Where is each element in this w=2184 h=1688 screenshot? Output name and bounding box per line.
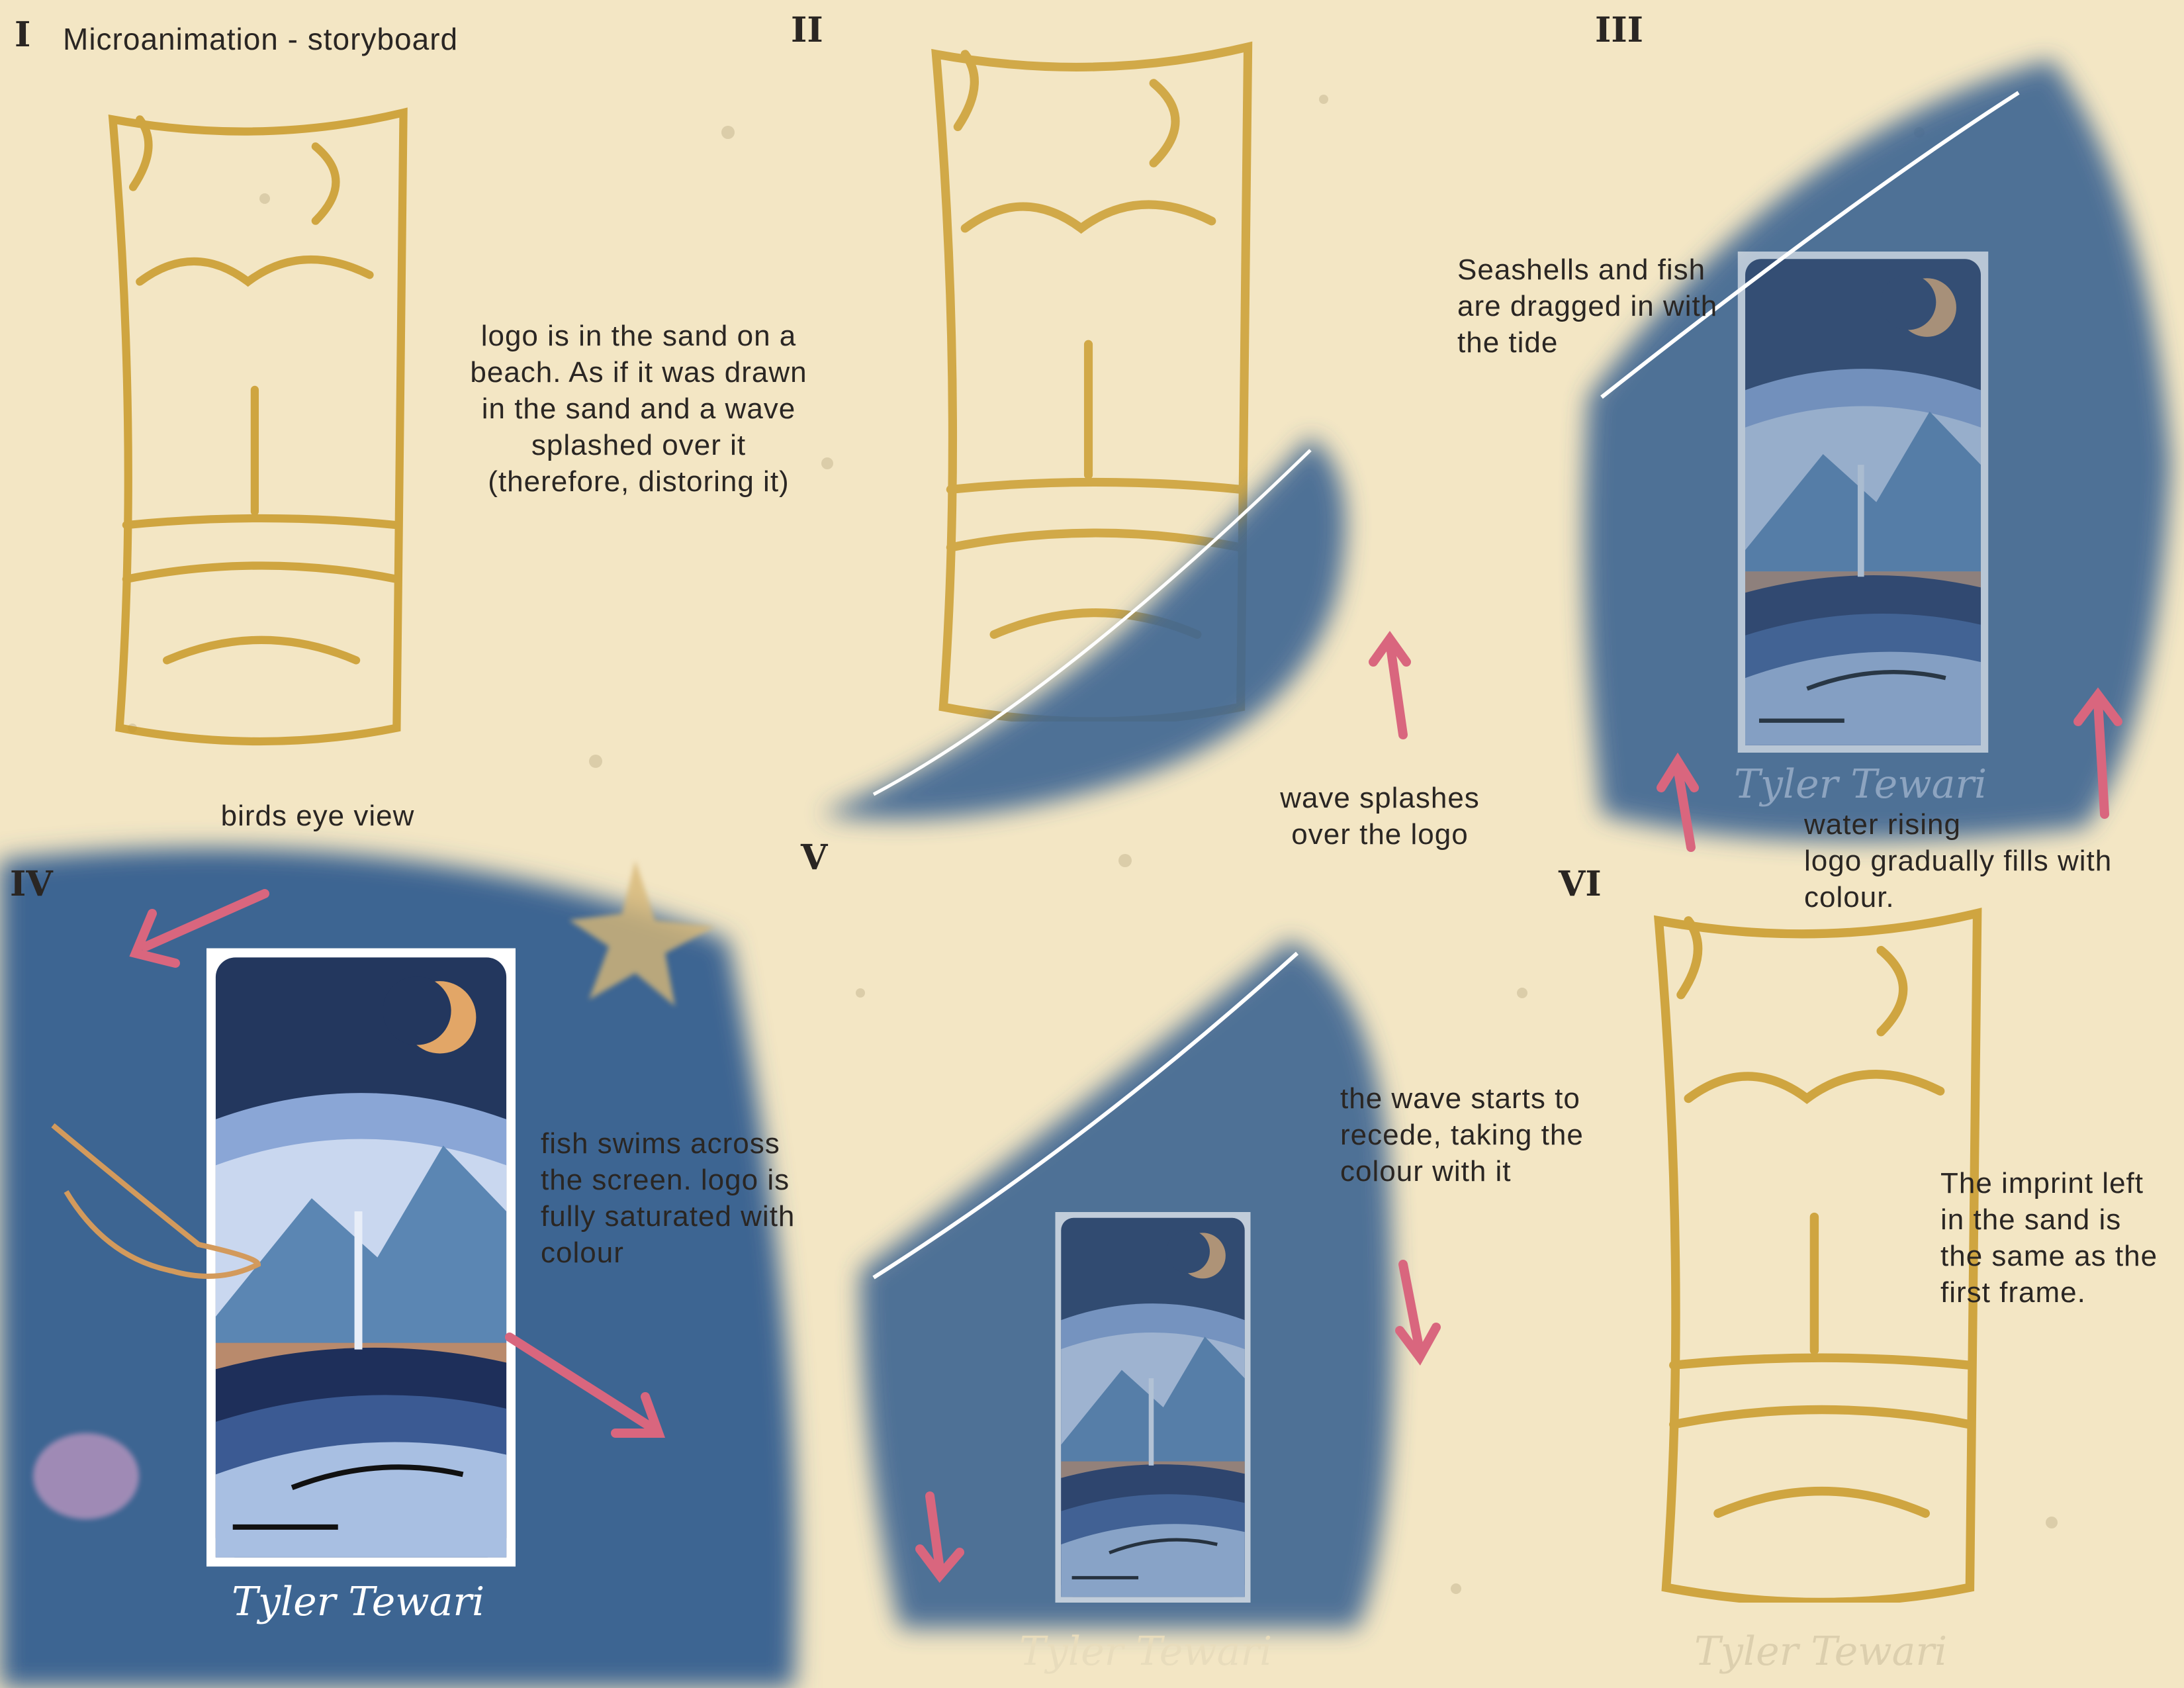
frame-2-numeral: II [791, 10, 823, 50]
frame-2-arrow [1369, 630, 1411, 739]
frame-3-arrow-right [2073, 687, 2122, 819]
fish [51, 1123, 261, 1279]
sand-texture [128, 95, 2058, 1594]
frame-2-wave [821, 437, 1346, 820]
starfish [569, 861, 715, 1006]
frame-2-note: wave splashes over the logo [1280, 782, 1480, 851]
seashell [33, 1433, 139, 1519]
frame-5-arrow-left [915, 1491, 964, 1583]
frame-5-arrow-right [1395, 1260, 1441, 1366]
frame-4-note: fish swims across the screen. logo is fu… [541, 1127, 796, 1269]
frame-3-logo [1738, 252, 1989, 753]
frame-6-numeral: VI [1559, 864, 1602, 904]
frame-6-sand-logo [1659, 914, 1977, 1603]
frame-4-arrow-bottom [505, 1333, 665, 1438]
signature: Tyler Tewari [1694, 1628, 1948, 1675]
frame-1-note: logo is in the sand on a beach. As if it… [470, 320, 807, 498]
frame-4-arrow-top [129, 889, 269, 968]
page-title: Microanimation - storyboard [63, 22, 459, 56]
frame-3-numeral: III [1595, 10, 1643, 50]
signature: Tyler Tewari [1019, 1628, 1273, 1675]
frame-6-note: The imprint left in the sand is the same… [1940, 1167, 2158, 1309]
frame-3-note-bottom: water rising logo gradually fills with c… [1804, 808, 2113, 914]
signature: Tyler Tewari [232, 1579, 485, 1625]
frame-3-note-top: Seashells and fish are dragged in with t… [1457, 254, 1718, 359]
frame-5-logo [1056, 1212, 1251, 1603]
frame-5-note: the wave starts to recede, taking the co… [1340, 1082, 1584, 1188]
frame-3-arrow-left [1657, 752, 1699, 852]
frame-5-numeral: V [801, 837, 828, 878]
frame-4-numeral: IV [10, 864, 53, 904]
frame-1-caption: birds eye view [220, 800, 415, 832]
frame-1-sand-logo [113, 113, 403, 741]
signature: Tyler Tewari [1734, 761, 1987, 808]
frame-1-numeral: I [15, 15, 31, 55]
